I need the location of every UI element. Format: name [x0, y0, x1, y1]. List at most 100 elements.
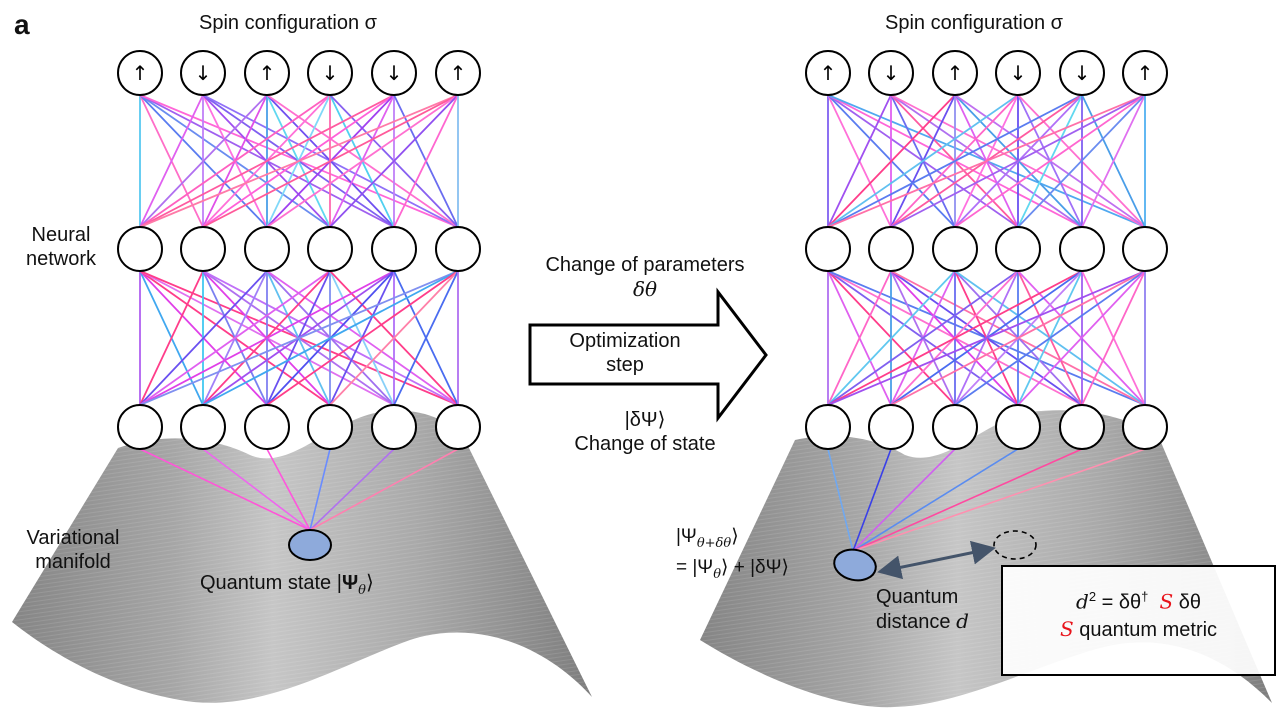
updated-state-line1: |Ψθ+δθ⟩	[676, 525, 789, 556]
updated-state-label: |Ψθ+δθ⟩ = |Ψθ⟩ + |δΨ⟩	[676, 525, 789, 587]
quantum-metric-box: d2 = δθ† S δθ S quantum metric	[1001, 565, 1276, 676]
equals-psi: = |Ψ	[676, 556, 714, 578]
output-node	[117, 404, 163, 450]
edge-output-to-state	[202, 448, 311, 531]
change-of-state-text: Change of state	[574, 433, 716, 455]
spin-node: ↓	[371, 50, 417, 96]
eq-delta-theta-end: δθ	[1173, 591, 1201, 614]
hidden-node	[180, 226, 226, 272]
edge-output-to-state	[309, 448, 331, 531]
theta-subscript: θ	[713, 566, 722, 582]
quantum-state-ket-close: ⟩	[365, 572, 374, 594]
edge-spin-to-hidden	[139, 94, 331, 228]
node-circle	[995, 404, 1041, 450]
quantum-distance-label: Quantum distance d	[876, 585, 969, 634]
edge-hidden-to-output	[139, 270, 268, 406]
network-edges-left	[139, 94, 459, 531]
edge-spin-to-hidden	[1081, 94, 1146, 228]
node-circle	[1122, 226, 1168, 272]
spin-down-arrow-icon: ↓	[322, 61, 339, 85]
optimization-text: Optimization	[569, 330, 681, 352]
edge-spin-to-hidden	[827, 94, 892, 228]
edge-spin-to-hidden	[827, 94, 1146, 228]
edge-hidden-to-output	[827, 270, 1083, 406]
spin-up-arrow-icon: ↑	[132, 61, 149, 85]
edge-hidden-to-output	[266, 270, 459, 406]
node-circle	[932, 50, 978, 96]
hidden-node	[307, 226, 353, 272]
node-circle	[805, 50, 851, 96]
spin-node: ↑	[932, 50, 978, 96]
edge-output-to-state	[852, 448, 1083, 552]
output-node	[805, 404, 851, 450]
node-circle	[805, 404, 851, 450]
spin-node: ↑	[805, 50, 851, 96]
hidden-node	[1122, 226, 1168, 272]
neural-network-label: Neural network	[16, 223, 106, 271]
hidden-node	[244, 226, 290, 272]
output-node	[180, 404, 226, 450]
hidden-node	[435, 226, 481, 272]
spin-node: ↓	[307, 50, 353, 96]
eq-metric-S: S	[1159, 589, 1174, 614]
edge-output-to-state	[309, 448, 395, 531]
spin-up-arrow-icon: ↑	[450, 61, 467, 85]
edge-spin-to-hidden	[890, 94, 1146, 228]
eq-delta-theta: = δθ	[1096, 591, 1142, 614]
neural-network-label-line2: network	[25, 248, 97, 270]
hidden-node	[932, 226, 978, 272]
hidden-node	[868, 226, 914, 272]
edge-hidden-to-output	[139, 270, 395, 406]
node-circle	[371, 50, 417, 96]
edge-hidden-to-output	[827, 270, 1146, 406]
quantum-state-subscript: θ	[358, 583, 366, 598]
psi-ket-close: ⟩	[731, 526, 739, 547]
spin-node: ↓	[995, 50, 1041, 96]
change-of-parameters-text: Change of parameters	[545, 254, 745, 276]
network-nodes-left: ↑↓↑↓↓↑	[117, 50, 481, 450]
edge-hidden-to-output	[139, 270, 204, 406]
node-circle	[371, 404, 417, 450]
edge-spin-to-hidden	[827, 94, 1019, 228]
node-circle	[1059, 404, 1105, 450]
edge-spin-to-hidden	[266, 94, 459, 228]
edge-spin-to-hidden	[827, 94, 1083, 228]
node-circle	[307, 50, 353, 96]
spin-configuration-title-right: Spin configuration σ	[885, 12, 1064, 34]
spin-down-arrow-icon: ↓	[386, 61, 403, 85]
output-node	[995, 404, 1041, 450]
edge-output-to-state	[139, 448, 311, 531]
edge-output-to-state	[852, 448, 1019, 552]
spin-configuration-title-left: Spin configuration σ	[199, 12, 378, 34]
spin-node: ↑	[435, 50, 481, 96]
edge-hidden-to-output	[1081, 270, 1146, 406]
spin-down-arrow-icon: ↓	[1074, 61, 1091, 85]
variational-manifold-label: Variational manifold	[10, 526, 136, 574]
quantum-distance-line1: Quantum	[876, 586, 959, 608]
updated-quantum-state-ellipse	[833, 548, 877, 582]
delta-psi-ket: |δΨ⟩	[624, 409, 666, 431]
node-circle	[932, 404, 978, 450]
node-circle	[805, 226, 851, 272]
edge-spin-to-hidden	[827, 94, 956, 228]
quantum-distance-line2: distance d	[876, 609, 969, 634]
output-node	[307, 404, 353, 450]
output-node	[1059, 404, 1105, 450]
step-text: step	[606, 354, 644, 376]
edge-hidden-to-output	[139, 270, 459, 406]
node-circle	[180, 404, 226, 450]
metric-description-text: quantum metric	[1073, 619, 1218, 641]
edge-hidden-to-output	[827, 270, 1019, 406]
theta-plus-delta-subscript: θ+δθ	[696, 535, 732, 551]
node-circle	[244, 50, 290, 96]
output-node	[868, 404, 914, 450]
panel-label: a	[14, 9, 30, 40]
hidden-node	[117, 226, 163, 272]
node-circle	[307, 404, 353, 450]
spin-node: ↑	[1122, 50, 1168, 96]
spin-node: ↓	[868, 50, 914, 96]
edge-spin-to-hidden	[139, 94, 459, 228]
hidden-node	[805, 226, 851, 272]
